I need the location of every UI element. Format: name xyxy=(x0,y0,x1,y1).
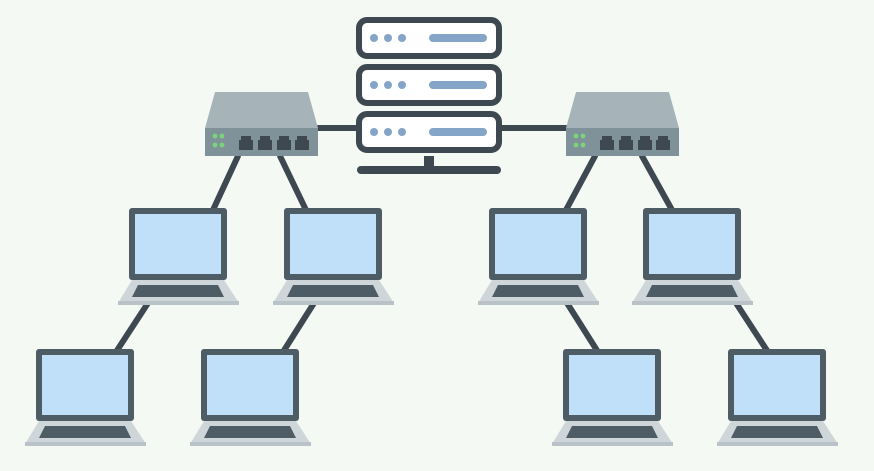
switch-port xyxy=(239,136,253,150)
laptop-front-lip xyxy=(632,301,753,305)
laptop-icon xyxy=(25,349,146,446)
laptop-keyboard xyxy=(132,285,224,297)
switch-port xyxy=(277,136,291,150)
switch-port xyxy=(638,136,652,150)
laptop-screen xyxy=(42,355,128,415)
laptop-icon xyxy=(717,349,838,446)
laptop-screen xyxy=(649,214,735,274)
cable-switch-left-laptop-1 xyxy=(210,153,241,213)
switch-port xyxy=(619,136,633,150)
laptop-icon xyxy=(632,208,753,305)
laptop-front-lip xyxy=(190,442,311,446)
switch-status-led xyxy=(580,133,586,139)
laptop-keyboard xyxy=(492,285,584,297)
server-stand-post xyxy=(424,156,434,170)
cable-layer xyxy=(113,125,771,355)
switch-status-led xyxy=(219,142,225,148)
switch-port xyxy=(656,136,670,150)
cable-switch-left-laptop-2 xyxy=(277,153,309,213)
cable-laptop-3-laptop-7 xyxy=(564,300,601,355)
cable-switch-right-laptop-4 xyxy=(639,153,675,213)
server-led-dot xyxy=(384,128,392,136)
switch-status-led xyxy=(573,133,579,139)
laptop-screen xyxy=(495,214,581,274)
laptop-screen xyxy=(290,214,376,274)
server-drive-bar xyxy=(429,128,487,136)
laptop-front-lip xyxy=(273,301,394,305)
server-led-dot xyxy=(398,34,406,42)
server-drive-bar xyxy=(429,34,487,42)
laptop-keyboard xyxy=(646,285,738,297)
server-led-dot xyxy=(398,81,406,89)
switch-port xyxy=(600,136,614,150)
laptop-keyboard xyxy=(731,426,823,438)
laptop-front-lip xyxy=(552,442,673,446)
laptop-keyboard xyxy=(204,426,296,438)
cable-switch-right-laptop-3 xyxy=(563,153,598,213)
laptop-screen xyxy=(569,355,655,415)
switch-port xyxy=(258,136,272,150)
cable-laptop-1-laptop-5 xyxy=(113,300,151,355)
cable-laptop-2-laptop-6 xyxy=(280,300,317,355)
laptop-screen xyxy=(135,214,221,274)
switch-status-led xyxy=(219,133,225,139)
laptop-icon xyxy=(273,208,394,305)
laptop-front-lip xyxy=(717,442,838,446)
server-led-dot xyxy=(398,128,406,136)
switch-status-led xyxy=(573,142,579,148)
device-layer xyxy=(25,17,838,446)
laptop-icon xyxy=(552,349,673,446)
laptop-screen xyxy=(734,355,820,415)
switch-status-led xyxy=(212,133,218,139)
switch-top-face xyxy=(566,92,679,128)
server-led-dot xyxy=(384,81,392,89)
laptop-icon xyxy=(190,349,311,446)
laptop-front-lip xyxy=(25,442,146,446)
laptop-icon xyxy=(478,208,599,305)
laptop-keyboard xyxy=(566,426,658,438)
server-rack-icon xyxy=(356,17,502,174)
server-stand-base xyxy=(357,166,501,174)
network-switch-icon xyxy=(566,92,679,156)
laptop-icon xyxy=(118,208,239,305)
server-led-dot xyxy=(370,81,378,89)
laptop-front-lip xyxy=(118,301,239,305)
server-led-dot xyxy=(384,34,392,42)
laptop-front-lip xyxy=(478,301,599,305)
switch-port xyxy=(295,136,309,150)
laptop-keyboard xyxy=(287,285,379,297)
switch-status-led xyxy=(580,142,586,148)
cable-laptop-4-laptop-8 xyxy=(733,300,771,355)
switch-top-face xyxy=(205,92,318,128)
server-led-dot xyxy=(370,34,378,42)
laptop-keyboard xyxy=(39,426,131,438)
server-drive-bar xyxy=(429,81,487,89)
server-led-dot xyxy=(370,128,378,136)
switch-status-led xyxy=(212,142,218,148)
laptop-screen xyxy=(207,355,293,415)
network-switch-icon xyxy=(205,92,318,156)
